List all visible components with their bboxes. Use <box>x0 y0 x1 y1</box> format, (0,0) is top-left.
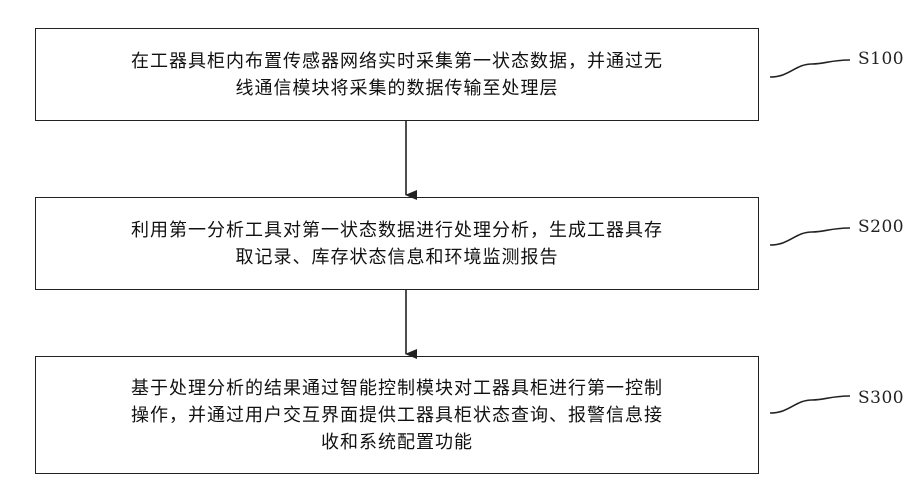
step-box-s300: 基于处理分析的结果通过智能控制模块对工器具柜进行第一控制 操作，并通过用户交互界… <box>35 356 759 474</box>
label-leader-s200 <box>770 228 850 245</box>
step-text-line: 在工器具柜内布置传感器网络实时采集第一状态数据，并通过无 <box>131 48 663 75</box>
step-text-s200: 利用第一分析工具对第一状态数据进行处理分析，生成工器具存 取记录、库存状态信息和… <box>131 217 663 271</box>
step-text-s100: 在工器具柜内布置传感器网络实时采集第一状态数据，并通过无 线通信模块将采集的数据… <box>131 48 663 102</box>
step-box-s100: 在工器具柜内布置传感器网络实时采集第一状态数据，并通过无 线通信模块将采集的数据… <box>35 28 759 121</box>
step-text-line: 利用第一分析工具对第一状态数据进行处理分析，生成工器具存 <box>131 217 663 244</box>
step-label-s200: S200 <box>858 217 904 237</box>
step-text-line: 取记录、库存状态信息和环境监测报告 <box>131 244 663 271</box>
step-text-s300: 基于处理分析的结果通过智能控制模块对工器具柜进行第一控制 操作，并通过用户交互界… <box>131 375 663 456</box>
step-text-line: 线通信模块将采集的数据传输至处理层 <box>131 75 663 102</box>
step-box-s200: 利用第一分析工具对第一状态数据进行处理分析，生成工器具存 取记录、库存状态信息和… <box>35 197 759 290</box>
step-text-line: 收和系统配置功能 <box>131 429 663 456</box>
label-leader-s300 <box>770 396 850 413</box>
step-label-s100: S100 <box>858 49 904 69</box>
step-text-line: 操作，并通过用户交互界面提供工器具柜状态查询、报警信息接 <box>131 402 663 429</box>
step-text-line: 基于处理分析的结果通过智能控制模块对工器具柜进行第一控制 <box>131 375 663 402</box>
step-label-s300: S300 <box>858 388 904 408</box>
label-leader-s100 <box>770 60 850 77</box>
